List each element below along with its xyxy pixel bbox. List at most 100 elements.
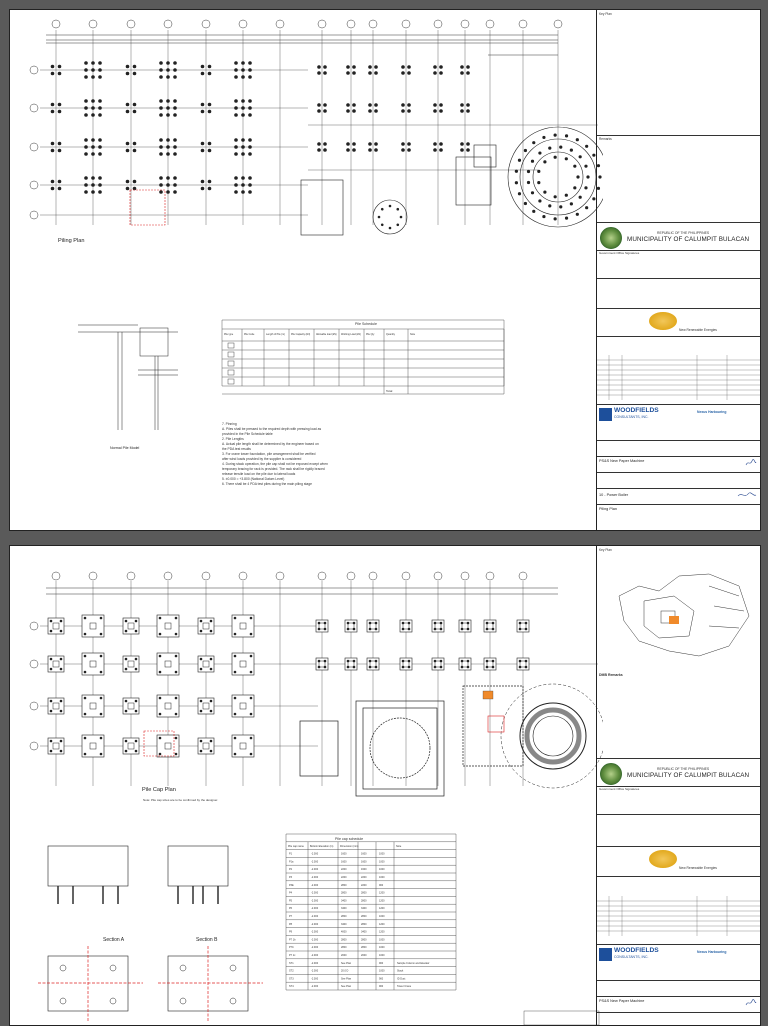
schedule-cell: Tower Crane bbox=[397, 985, 412, 988]
schedule-cell: -2.000 bbox=[311, 892, 319, 895]
note-line: 6. There shall be 4 PDA test piles durin… bbox=[222, 482, 312, 486]
schedule-cell: 1200 bbox=[379, 907, 385, 910]
woodfields-logo-icon bbox=[599, 408, 612, 421]
note-line: 3. For crane tower foundation, pile arra… bbox=[222, 452, 316, 456]
schedule-cell: -2.000 bbox=[311, 907, 319, 910]
project-name: PS&S New Paper Machine bbox=[599, 459, 645, 463]
schedule-header-cell: Pile Code bbox=[244, 333, 255, 336]
schedule-cell: P9 bbox=[289, 931, 293, 934]
schedule-cell: -2.000 bbox=[311, 899, 319, 902]
schedule-cell: 2200 bbox=[341, 868, 347, 871]
schedule-header-cell: Allowable load (kN) bbox=[316, 333, 337, 336]
schedule-cell: -2.000 bbox=[311, 923, 319, 926]
republic-label: REPUBLIC OF THE PHILIPPINES bbox=[657, 767, 710, 771]
schedule-cell: 1000 bbox=[379, 876, 385, 879]
revision-table bbox=[597, 355, 760, 400]
municipality-name: MUNICIPALITY OF CALUMPIT BULACAN bbox=[627, 772, 750, 779]
highlight-marker bbox=[482, 690, 494, 700]
remarks-label: Remarks bbox=[599, 137, 612, 141]
schedule-cell: P7 1b bbox=[289, 938, 296, 941]
schedule-cell: 20.0 D bbox=[341, 970, 349, 973]
schedule-cell: -2.000 bbox=[311, 931, 319, 934]
schedule-header-cell: Pile Capacity (kN) bbox=[291, 333, 310, 336]
gov-office-label: Government Office Signatures bbox=[599, 787, 640, 791]
schedule-cell: P6 bbox=[289, 907, 293, 910]
schedule-cell: 1000 bbox=[379, 970, 385, 973]
schedule-cell: P1a bbox=[289, 860, 294, 863]
schedule-cell: 1600 bbox=[341, 860, 347, 863]
consultant-name: WOODFIELDS bbox=[614, 947, 659, 954]
schedule-cell: P4 bbox=[289, 892, 293, 895]
note-line: after wind loads provided by the supplie… bbox=[222, 457, 302, 461]
schedule-cell: ST2 bbox=[289, 970, 294, 973]
schedule-cell: -2.000 bbox=[311, 884, 319, 887]
schedule-cell: 3400 bbox=[341, 907, 347, 910]
schedule-cell: 1200 bbox=[379, 899, 385, 902]
schedule-cell: 900 bbox=[379, 985, 384, 988]
key-plan-label: Key Plan bbox=[599, 12, 612, 16]
client-name: Nexus Harbouring bbox=[697, 950, 727, 954]
schedule-cell: 2800 bbox=[361, 923, 367, 926]
schedule-header-cell: Working Load (kN) bbox=[341, 333, 361, 336]
schedule-cell: -2.000 bbox=[311, 860, 319, 863]
schedule-cell: ST1 bbox=[289, 962, 294, 965]
schedule-cell: 900 bbox=[379, 884, 384, 887]
title-block: Key Plan DMB Remarks REPUBLIC OF THE PHI… bbox=[596, 546, 760, 1025]
note-line: 4. During stack operation, the pile cap … bbox=[222, 462, 328, 466]
project-name: PS&S New Paper Machine bbox=[599, 999, 645, 1003]
schedule-cell: 2800 bbox=[341, 938, 347, 941]
schedule-cell: 2200 bbox=[341, 876, 347, 879]
schedule-cell: -2.000 bbox=[311, 977, 319, 980]
schedule-cell: 2000 bbox=[341, 954, 347, 957]
schedule-header-cell: Dimension (mm) bbox=[340, 845, 359, 848]
schedule-cell: -2.000 bbox=[311, 962, 319, 965]
schedule-header-cell: Pile cap name bbox=[288, 845, 304, 848]
schedule-header-cell: Length of Pile (m) bbox=[266, 333, 285, 336]
schedule-cell: ST3 bbox=[289, 977, 294, 980]
gov-office-label: Government Office Signatures bbox=[599, 251, 640, 255]
schedule-cell: 2800 bbox=[341, 892, 347, 895]
schedule-cell: -2.000 bbox=[311, 970, 319, 973]
schedule-cell: 3400 bbox=[341, 899, 347, 902]
schedule-cell: 2200 bbox=[361, 876, 367, 879]
normal-pile-title: Normal Pile Model bbox=[110, 446, 140, 450]
section-a-label: Section A bbox=[103, 937, 125, 943]
schedule-cell: P8 bbox=[289, 923, 293, 926]
dmb-remarks-title: DMB Remarks bbox=[599, 673, 623, 677]
schedule-cell: P2 bbox=[289, 868, 293, 871]
schedule-title: Pile cap schedule bbox=[335, 837, 364, 841]
location-map bbox=[618, 573, 750, 657]
schedule-cell: 1600 bbox=[361, 853, 367, 856]
schedule-cell: 2800 bbox=[361, 946, 367, 949]
schedule-cell: 2800 bbox=[361, 938, 367, 941]
schedule-cell: 1200 bbox=[379, 923, 385, 926]
note-line: release tensile load on the pile due to … bbox=[222, 472, 296, 476]
package-name: 10 - Power Boiler bbox=[599, 493, 629, 497]
consultant-sub: CONSULTANTS, INC. bbox=[614, 415, 649, 419]
schedule-cell: 1600 bbox=[361, 868, 367, 871]
schedule-cell: 1000 bbox=[379, 915, 385, 918]
schedule-cell: See Plan bbox=[341, 985, 352, 988]
schedule-cell: P7C bbox=[289, 946, 294, 949]
schedule-cell: 900 bbox=[379, 962, 384, 965]
schedule-header-cell: Quantity bbox=[386, 333, 396, 336]
schedule-cell: -2.000 bbox=[311, 868, 319, 871]
schedule-cell: P1 bbox=[289, 853, 293, 856]
schedule-header-cell: Note bbox=[410, 333, 416, 336]
schedule-cell: P7 1c bbox=[289, 954, 296, 957]
company-logo-icon bbox=[649, 312, 677, 330]
schedule-cell: 2800 bbox=[341, 915, 347, 918]
note-line: A. Actual pile length shall be determine… bbox=[222, 442, 319, 446]
revision-table bbox=[597, 896, 760, 936]
note-line: the PDA test results bbox=[222, 447, 251, 451]
municipal-seal-icon bbox=[600, 227, 622, 249]
schedule-cell: 3400 bbox=[361, 907, 367, 910]
schedule-cell: P3E bbox=[289, 884, 294, 887]
schedule-cell: -2.000 bbox=[311, 954, 319, 957]
schedule-cell: Sample Column and Elevator bbox=[397, 962, 430, 965]
municipality-name: MUNICIPALITY OF CALUMPIT BULACAN bbox=[627, 236, 750, 243]
schedule-cell: P7 bbox=[289, 915, 293, 918]
renewable-label: New Renewable Energies bbox=[679, 328, 717, 332]
